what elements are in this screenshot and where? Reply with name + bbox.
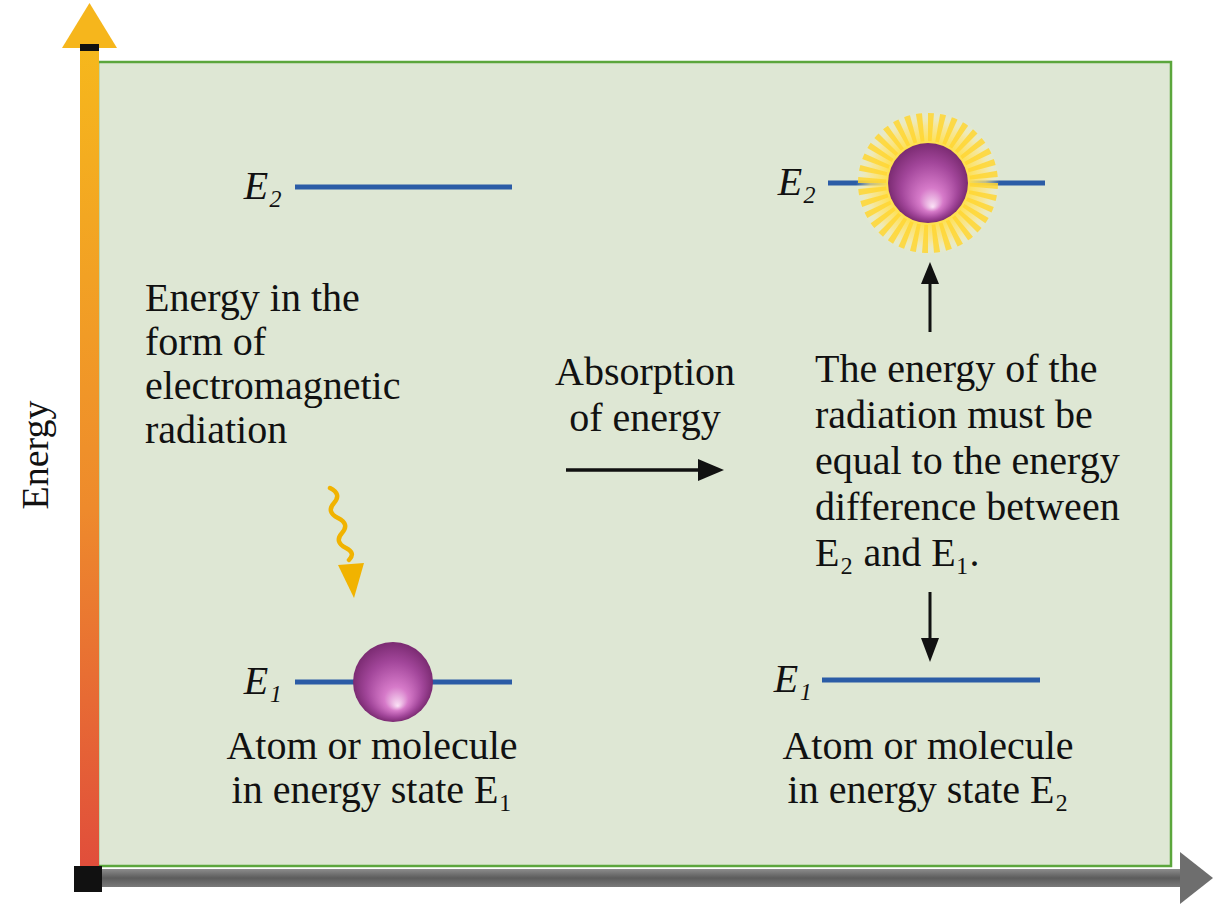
axis-tab [80,44,99,51]
glow-rays [872,127,984,239]
panel-ground [98,62,1171,866]
y-axis-head [62,3,117,48]
leader-arrow-head [921,262,939,284]
axis-origin [74,866,102,892]
leader-arrow-head [921,638,939,662]
photon-wave [330,488,352,560]
energy-level-label: E₁ [774,656,812,702]
y-axis-bar [80,44,99,890]
leader-arrow [929,282,932,332]
state-caption: Atom or molecule in energy state E₁ [212,724,532,812]
energy-level [295,185,512,190]
axis-label: Energy [14,400,58,509]
process-arrow [566,468,702,472]
x-axis-head [1180,852,1213,904]
energy-level [822,678,1040,683]
process-label: Absorption of energy [543,349,748,441]
radiation-label: Energy in the form of electromagnetic ra… [145,276,430,452]
process-arrow-head [698,459,724,481]
energy-level-label: E₂ [244,163,282,209]
photon-head [338,563,364,598]
state-caption: Atom or molecule in energy state E₂ [768,724,1088,812]
particle [888,143,968,223]
glow [856,111,1000,255]
energy-level-label: E₂ [778,159,816,205]
particle [353,642,433,722]
energy-level-label: E₁ [244,658,282,704]
x-axis-bar [96,869,1184,887]
leader-arrow [929,592,932,640]
explanation-note: The energy of the radiation must be equa… [815,346,1145,576]
